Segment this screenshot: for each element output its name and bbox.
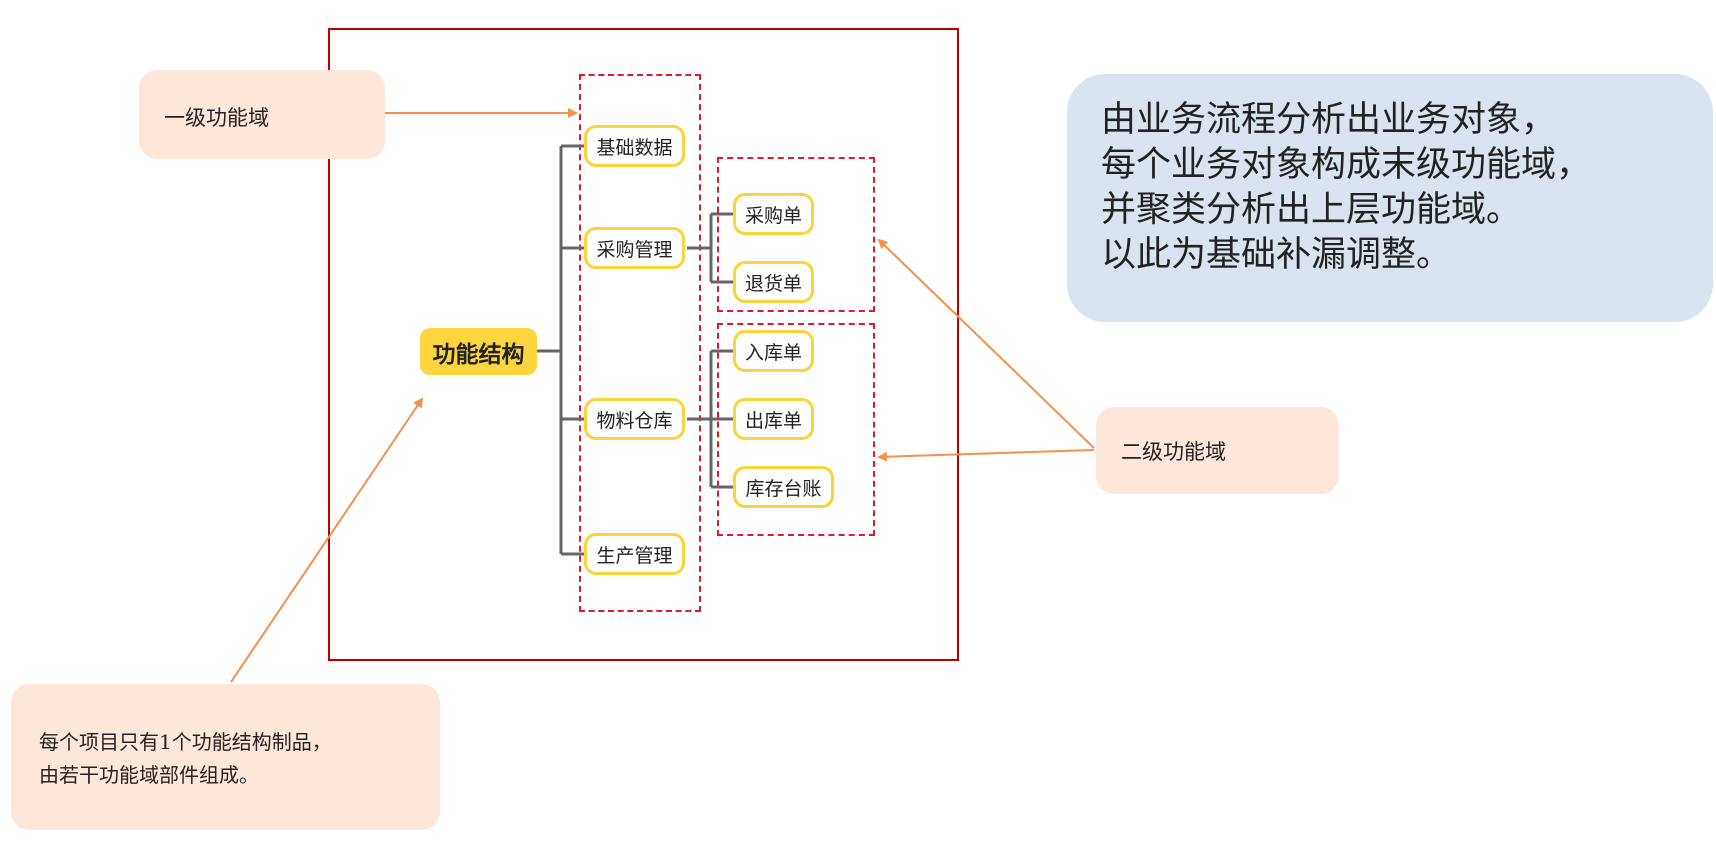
callout-level1-domain: 一级功能域 <box>139 70 385 159</box>
warehouse-subgroup-box <box>717 323 875 536</box>
arrow-level2-upper <box>877 238 1095 449</box>
root-node: 功能结构 <box>420 328 537 375</box>
arrow-level2-lower <box>877 449 1095 462</box>
summary-line-3: 并聚类分析出上层功能域。 <box>1101 190 1522 230</box>
level1-group-box <box>579 74 701 612</box>
node-outbound-order: 出库单 <box>733 398 814 440</box>
node-purchase-management: 采购管理 <box>584 227 685 269</box>
callout-product-note: 每个项目只有1个功能结构制品， 由若干功能域部件组成。 <box>11 684 440 830</box>
callout-level1-text: 一级功能域 <box>164 106 269 130</box>
summary-line-2: 每个业务对象构成末级功能域， <box>1101 145 1592 185</box>
callout-level2-domain: 二级功能域 <box>1096 407 1339 494</box>
node-purchase-order: 采购单 <box>733 193 814 235</box>
product-note-line-2: 由若干功能域部件组成。 <box>39 763 259 787</box>
purchase-subgroup-box <box>717 157 875 312</box>
callout-level2-text: 二级功能域 <box>1121 440 1226 464</box>
product-note-line-1: 每个项目只有1个功能结构制品， <box>39 730 332 754</box>
node-material-warehouse: 物料仓库 <box>584 398 685 440</box>
node-return-order: 退货单 <box>733 261 814 303</box>
tree-connectors <box>537 144 733 556</box>
summary-box: 由业务流程分析出业务对象， 每个业务对象构成末级功能域， 并聚类分析出上层功能域… <box>1067 74 1713 322</box>
node-production-management: 生产管理 <box>584 533 685 575</box>
diagram-frame <box>328 28 959 661</box>
node-basic-data: 基础数据 <box>584 125 685 167</box>
arrow-product <box>230 397 424 683</box>
node-inbound-order: 入库单 <box>733 330 814 372</box>
summary-line-1: 由业务流程分析出业务对象， <box>1101 100 1557 140</box>
node-inventory-ledger: 库存台账 <box>733 466 834 508</box>
summary-line-4: 以此为基础补漏调整。 <box>1101 235 1452 275</box>
